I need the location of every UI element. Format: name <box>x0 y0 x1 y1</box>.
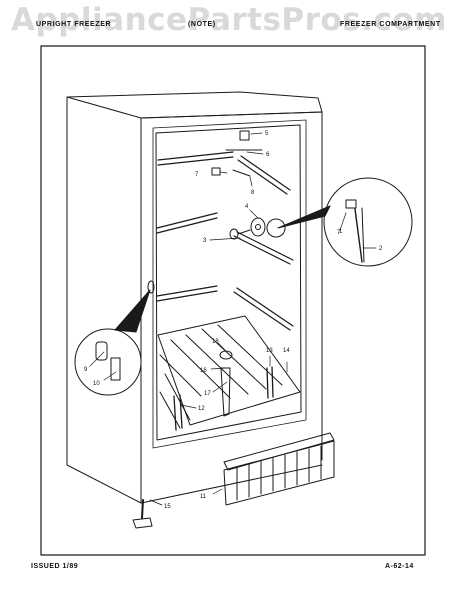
callout-6: 6 <box>266 152 270 158</box>
callout-labels: 1 2 3 4 5 6 7 7 8 9 10 11 12 13 14 15 16… <box>84 131 383 510</box>
callout-3: 3 <box>203 238 207 244</box>
watermark: AppliancePartsPros.com <box>11 2 447 38</box>
callout-18: 18 <box>212 339 219 345</box>
callout-9: 9 <box>84 367 88 373</box>
callout-10: 10 <box>93 381 100 387</box>
callout-17: 17 <box>204 391 211 397</box>
callout-12: 12 <box>198 406 205 412</box>
detail-circle-left <box>74 280 155 396</box>
page-code: A-62-14 <box>385 563 414 570</box>
callout-14: 14 <box>283 348 290 354</box>
shelf-middle <box>156 212 294 265</box>
page-border <box>40 45 426 556</box>
callout-7b: 7 <box>337 230 341 236</box>
shelf-upper <box>157 151 291 195</box>
header-model: UPRIGHT FREEZER <box>36 21 112 28</box>
header-section: FREEZER COMPARTMENT <box>340 21 441 28</box>
header-note: (NOTE) <box>188 21 216 28</box>
kickplate-grille <box>223 432 335 506</box>
callout-2: 2 <box>379 246 383 252</box>
detail-circle-right <box>277 177 413 267</box>
leader-lines <box>89 132 377 506</box>
cabinet-body <box>66 91 323 504</box>
callout-4: 4 <box>245 204 249 210</box>
callout-8: 8 <box>251 190 255 196</box>
callout-1: 1 <box>339 229 343 235</box>
drain-tube <box>219 350 233 417</box>
issue-date: ISSUED 1/89 <box>31 563 79 570</box>
callout-11: 11 <box>200 494 207 500</box>
callout-16: 16 <box>200 368 207 374</box>
callout-5: 5 <box>265 131 269 137</box>
callout-7: 7 <box>195 172 199 178</box>
basket-brackets <box>173 366 274 431</box>
callout-15: 15 <box>164 504 171 510</box>
shelf-lower <box>156 285 294 331</box>
callout-13: 13 <box>266 348 273 354</box>
bottom-basket <box>157 315 301 429</box>
leveling-foot <box>132 499 153 529</box>
